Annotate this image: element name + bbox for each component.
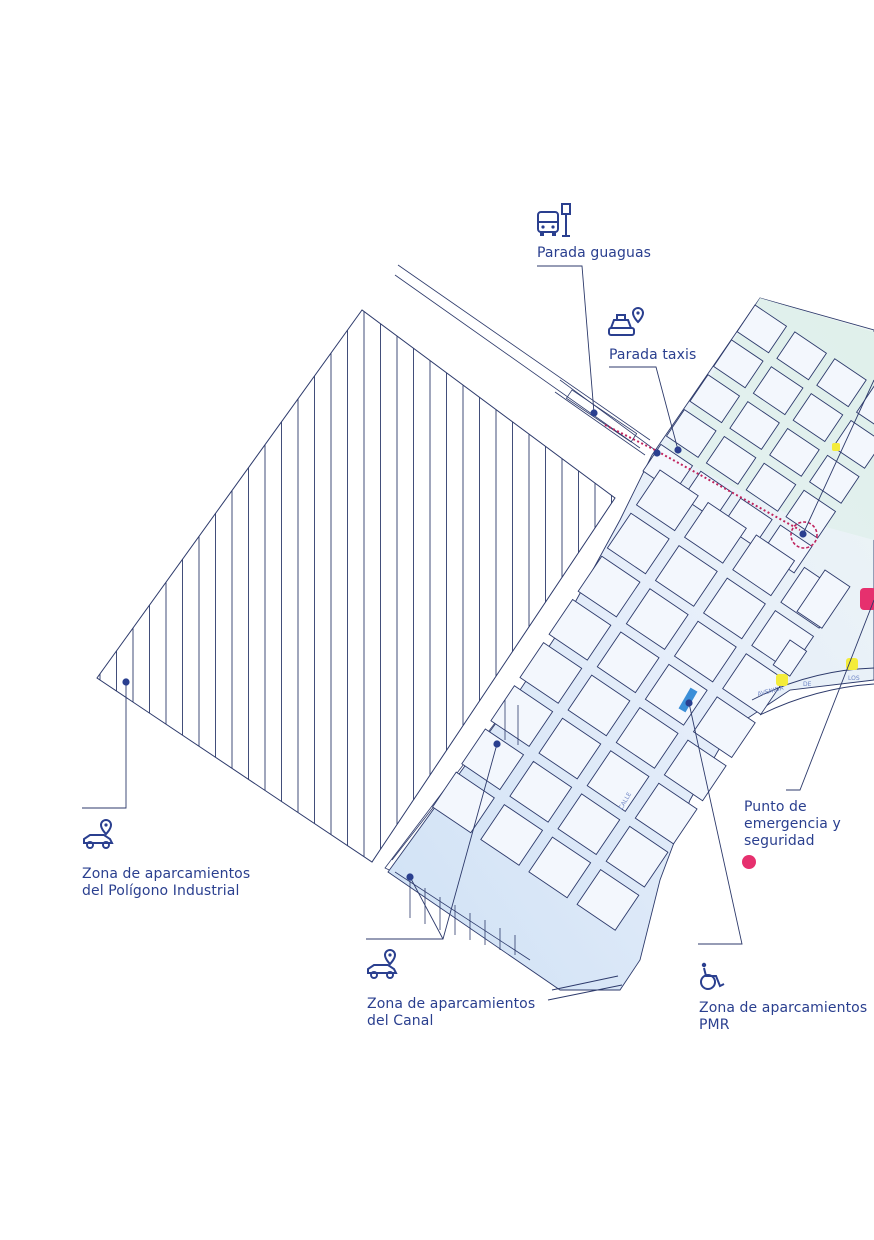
route-end-circle — [790, 521, 818, 549]
stand-block — [528, 836, 592, 899]
leader-lines — [82, 265, 874, 945]
stand-block — [785, 489, 837, 539]
info-point-marker — [832, 443, 840, 451]
stand-block — [702, 577, 766, 640]
stand-block — [431, 771, 495, 834]
stand-block — [808, 454, 860, 504]
canal-parking-label: Zona de aparcamientos del Canal — [367, 996, 536, 1029]
stand-block — [635, 469, 699, 532]
pmr-parking-label: Zona de aparcamientos PMR — [699, 1000, 868, 1033]
bus-stop-label: Parada guaguas — [537, 245, 652, 261]
emergency-point-label: Punto de emergencia y seguridad — [744, 799, 841, 849]
emergency-legend-dot — [742, 855, 756, 869]
street-label-los: LOS — [848, 675, 860, 682]
stand-block — [567, 674, 631, 737]
stand-block — [519, 641, 583, 704]
stand-block — [736, 304, 788, 354]
stand-block — [796, 569, 851, 629]
stand-block — [548, 598, 612, 661]
stand-block — [625, 588, 689, 651]
stand-block — [557, 793, 621, 856]
stand-block — [683, 501, 747, 564]
stand-block — [712, 339, 764, 389]
stand-block — [665, 408, 717, 459]
info-point-marker — [776, 674, 788, 686]
stand-block — [586, 750, 650, 813]
walking-route — [604, 424, 801, 531]
taxi-stop-label: Parada taxis — [609, 347, 697, 363]
stand-block — [692, 696, 756, 759]
location-dots — [122, 409, 807, 881]
stand-block — [596, 631, 660, 694]
stand-block — [729, 400, 780, 451]
street-label-de: DE — [803, 681, 812, 688]
stand-block — [752, 366, 804, 416]
stand-block — [673, 620, 737, 683]
info-point-marker — [846, 658, 858, 670]
stand-block — [605, 825, 669, 888]
stand-block — [732, 534, 796, 597]
stand-block — [480, 803, 544, 866]
car-location-icon — [367, 948, 398, 979]
stand-block — [769, 427, 820, 477]
car-location-icon — [83, 818, 114, 849]
stand-block — [654, 544, 718, 607]
venue-grid-area — [387, 297, 874, 1001]
stand-block — [772, 639, 808, 677]
stand-block — [577, 555, 641, 618]
stand-block — [615, 706, 679, 769]
stand-block — [576, 868, 640, 931]
stand-block — [606, 512, 670, 575]
stand-block — [663, 739, 727, 802]
stand-block — [705, 435, 757, 485]
stand-block — [792, 392, 844, 443]
stand-block — [855, 385, 874, 425]
stand-block — [689, 374, 741, 424]
stand-block — [745, 462, 797, 512]
stand-block — [509, 760, 573, 823]
stand-block — [816, 358, 867, 408]
stand-block — [832, 419, 874, 469]
stand-block — [634, 782, 698, 845]
emergency-point-marker — [860, 588, 874, 610]
bus-stop-icon — [537, 203, 571, 237]
stand-block — [538, 717, 602, 780]
stand-block — [644, 663, 708, 726]
stand-block — [490, 685, 554, 748]
industrial-parking-label: Zona de aparcamientos del Polígono Indus… — [82, 866, 251, 899]
stand-block — [776, 331, 828, 381]
wheelchair-icon — [700, 962, 725, 990]
taxi-location-icon — [608, 306, 645, 336]
